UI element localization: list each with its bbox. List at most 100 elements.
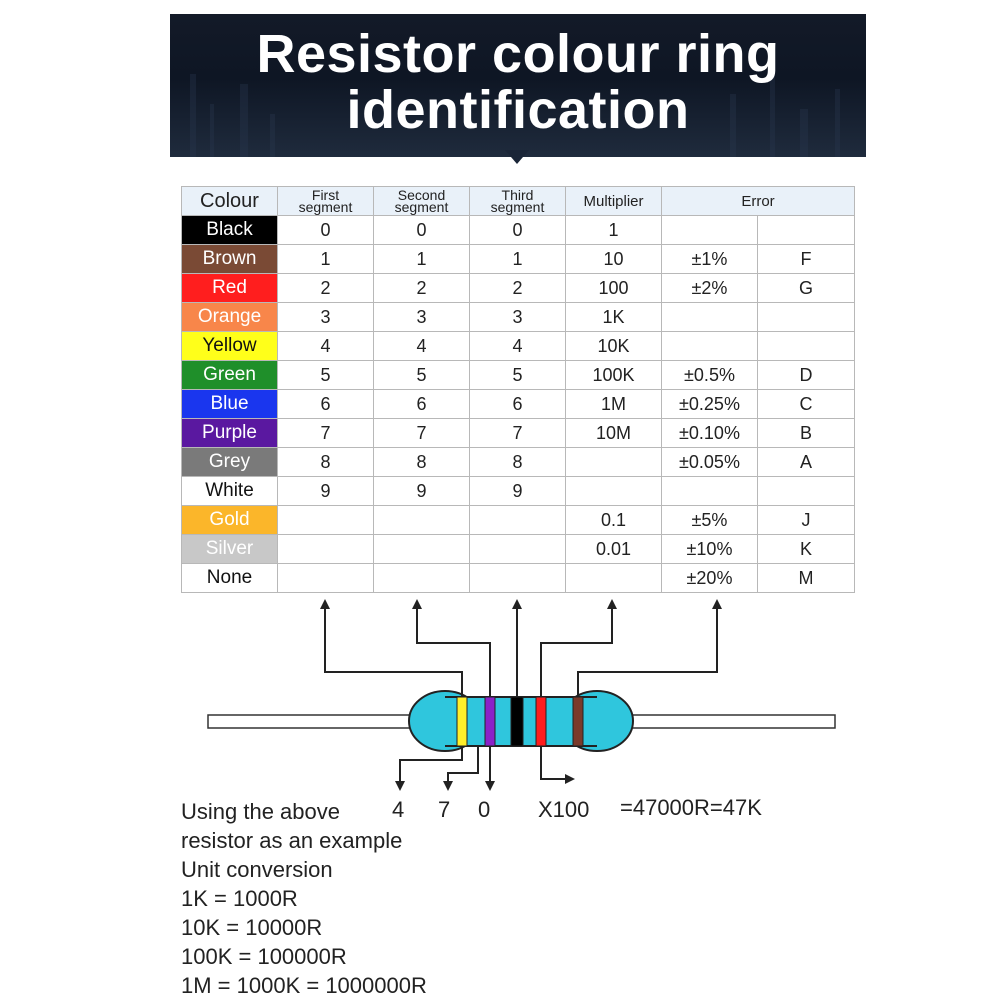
colour-name-cell: White (181, 476, 278, 506)
second-segment-cell (373, 505, 470, 535)
second-segment-cell: 3 (373, 302, 470, 332)
multiplier-cell: 1M (565, 389, 662, 419)
lower-arrows (395, 746, 575, 791)
upper-arrows (320, 599, 722, 697)
multiplier-cell: 100K (565, 360, 662, 390)
header-colour: Colour (181, 186, 278, 216)
second-segment-cell (373, 534, 470, 564)
resistor-body (408, 690, 634, 752)
colour-name-cell: Brown (181, 244, 278, 274)
example-multiplier: X100 (538, 797, 590, 822)
example-line-1: Using the above (181, 799, 340, 824)
header-error: Error (661, 186, 855, 216)
second-segment-cell (373, 563, 470, 593)
tolerance-code-cell: F (757, 244, 855, 274)
tolerance-code-cell (757, 302, 855, 332)
tolerance-cell (661, 215, 758, 245)
header-third-line-2: segment (490, 199, 545, 215)
third-segment-cell: 5 (469, 360, 566, 390)
title-line-2: identification (346, 80, 690, 140)
colour-name-cell: Purple (181, 418, 278, 448)
tolerance-code-cell (757, 476, 855, 506)
multiplier-cell (565, 563, 662, 593)
tolerance-cell: ±0.10% (661, 418, 758, 448)
header-first-line-2: segment (298, 199, 353, 215)
multiplier-cell (565, 476, 662, 506)
conversion-1k: 1K = 1000R (181, 886, 298, 911)
conversion-1m: 1M = 1000K = 1000000R (181, 973, 427, 998)
resistor-diagram (207, 599, 836, 791)
first-segment-cell: 1 (277, 244, 374, 274)
title-banner (170, 14, 866, 157)
third-segment-cell: 1 (469, 244, 566, 274)
multiplier-cell: 10K (565, 331, 662, 361)
tolerance-code-cell (757, 215, 855, 245)
multiplier-cell: 0.01 (565, 534, 662, 564)
banner-notch (505, 150, 529, 164)
example-line-2: resistor as an example (181, 828, 403, 853)
tolerance-cell (661, 302, 758, 332)
tolerance-cell: ±0.25% (661, 389, 758, 419)
first-segment-cell: 2 (277, 273, 374, 303)
resistor-band-1 (456, 696, 468, 747)
multiplier-cell: 0.1 (565, 505, 662, 535)
colour-name-cell: Gold (181, 505, 278, 535)
unit-conversion-heading: Unit conversion (181, 857, 333, 882)
tolerance-cell: ±20% (661, 563, 758, 593)
resistor-band-2 (484, 696, 496, 747)
second-segment-cell: 8 (373, 447, 470, 477)
first-segment-cell: 3 (277, 302, 374, 332)
tolerance-cell: ±0.05% (661, 447, 758, 477)
page-title: Resistor colour ring identification (170, 26, 866, 138)
header-second-line-1: Second (397, 187, 446, 203)
third-segment-cell (469, 505, 566, 535)
resistor-band-4 (535, 696, 547, 747)
multiplier-cell: 10 (565, 244, 662, 274)
first-segment-cell: 0 (277, 215, 374, 245)
first-segment-cell: 6 (277, 389, 374, 419)
example-text: Using the above resistor as an example U… (181, 797, 427, 1000)
example-digit-1: 4 (392, 797, 405, 822)
header-second-line-2: segment (394, 199, 449, 215)
first-segment-cell: 8 (277, 447, 374, 477)
tolerance-code-cell: J (757, 505, 855, 535)
third-segment-cell: 4 (469, 331, 566, 361)
tolerance-code-cell: D (757, 360, 855, 390)
tolerance-cell (661, 476, 758, 506)
tolerance-code-cell (757, 331, 855, 361)
header-first-line-1: First (311, 187, 340, 203)
third-segment-cell (469, 534, 566, 564)
second-segment-cell: 5 (373, 360, 470, 390)
tolerance-cell (661, 331, 758, 361)
tolerance-code-cell: A (757, 447, 855, 477)
third-segment-cell: 0 (469, 215, 566, 245)
title-line-1: Resistor colour ring (256, 24, 780, 84)
table-row: None±20%M (181, 563, 855, 593)
third-segment-cell: 9 (469, 476, 566, 506)
tolerance-code-cell: G (757, 273, 855, 303)
first-segment-cell (277, 534, 374, 564)
conversion-100k: 100K = 100000R (181, 944, 347, 969)
colour-name-cell: Grey (181, 447, 278, 477)
second-segment-cell: 2 (373, 273, 470, 303)
multiplier-cell (565, 447, 662, 477)
third-segment-cell: 2 (469, 273, 566, 303)
second-segment-cell: 1 (373, 244, 470, 274)
tolerance-code-cell: M (757, 563, 855, 593)
tolerance-cell: ±0.5% (661, 360, 758, 390)
third-segment-cell: 3 (469, 302, 566, 332)
